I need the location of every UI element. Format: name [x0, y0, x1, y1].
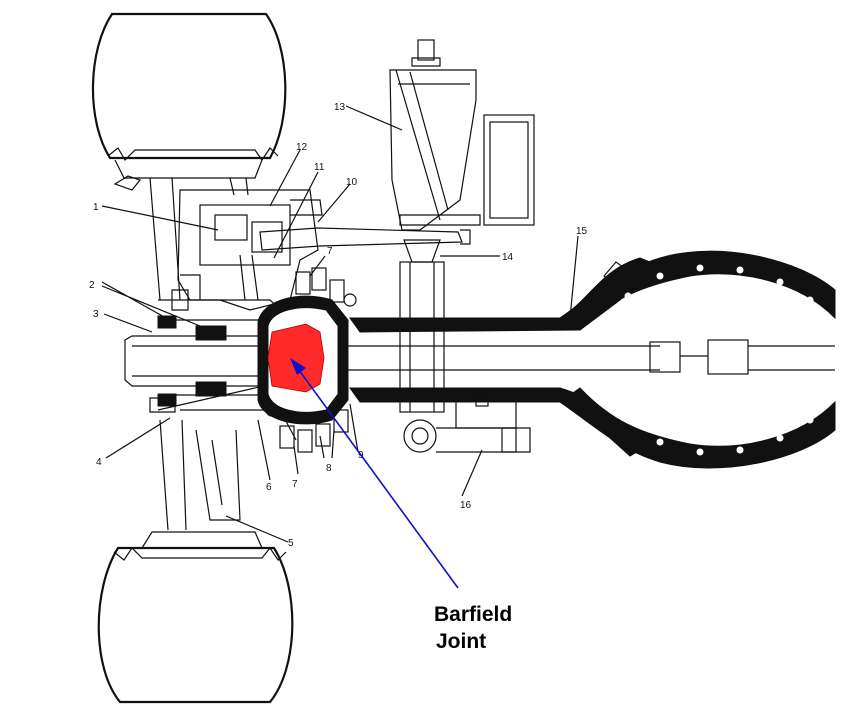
part-label-5: 5 [288, 538, 294, 549]
upper-tyre [91, 12, 287, 179]
part-label-12: 12 [296, 142, 308, 153]
callout-label-line1: Barfield [434, 603, 512, 626]
wheel-rim [113, 175, 249, 531]
part-label-3: 3 [93, 309, 99, 320]
barfield-joint-highlight [267, 323, 325, 393]
leader-lines [101, 105, 579, 543]
part-label-10: 10 [346, 177, 358, 188]
part-label-2: 2 [89, 280, 95, 291]
callout-arrow [290, 358, 459, 589]
part-label-6: 6 [266, 482, 272, 493]
part-label-14: 14 [502, 252, 514, 263]
part-label-7-upper: 7 [327, 246, 333, 257]
part-label-13: 13 [334, 102, 346, 113]
part-label-11: 11 [314, 162, 325, 173]
part-label-4: 4 [96, 457, 102, 468]
callout-label-line2: Joint [436, 630, 486, 653]
differential-housing [559, 250, 836, 469]
part-label-15: 15 [576, 226, 588, 237]
callout-arrowhead [290, 358, 306, 375]
part-label-1: 1 [93, 202, 99, 213]
mounting-bracket [403, 393, 531, 453]
part-label-8: 8 [326, 463, 332, 474]
stub-axle [124, 315, 271, 407]
lower-tyre [97, 531, 294, 704]
housing-rivets [624, 264, 814, 456]
part-label-7-lower: 7 [292, 479, 298, 490]
callout-arrow-line [295, 365, 459, 589]
suspension-strut [389, 39, 535, 413]
housing-bolts [265, 267, 357, 453]
part-label-16: 16 [460, 500, 472, 511]
